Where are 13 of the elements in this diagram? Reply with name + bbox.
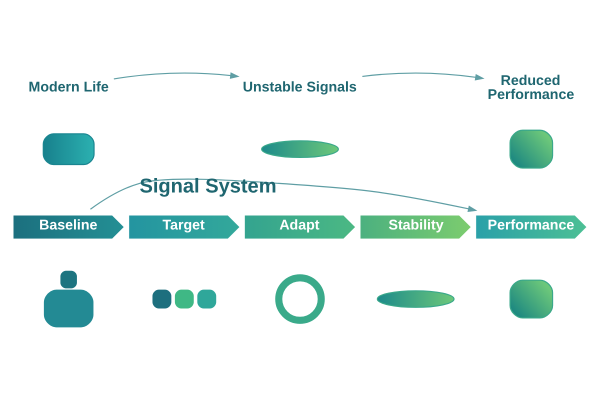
edge-label: Signal System	[139, 174, 277, 197]
node-picture	[42, 132, 95, 165]
node-picture	[376, 290, 455, 308]
arrow	[90, 178, 478, 212]
node-picture	[261, 140, 339, 158]
node-text: Reduced Performance	[488, 72, 574, 103]
node-picture	[510, 279, 554, 318]
node-text: Unstable Signals	[242, 78, 357, 95]
node-text: Modern Life	[28, 78, 109, 95]
node-circle	[275, 274, 325, 324]
arrow	[362, 72, 485, 80]
arrow	[114, 72, 240, 80]
node-picture	[510, 129, 554, 168]
